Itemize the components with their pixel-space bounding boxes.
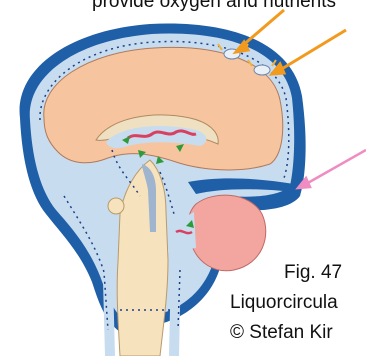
figure-caption-line3: © Stefan Kir	[230, 322, 333, 344]
cut-off-header-text: provide oxygen and nutrients	[92, 0, 336, 13]
figure-caption-line1: Fig. 47	[284, 262, 342, 284]
pituitary	[108, 198, 124, 214]
figure-caption-line2: Liquorcircula	[230, 292, 338, 314]
pink-arrow	[298, 150, 366, 188]
cerebellum	[188, 195, 266, 271]
